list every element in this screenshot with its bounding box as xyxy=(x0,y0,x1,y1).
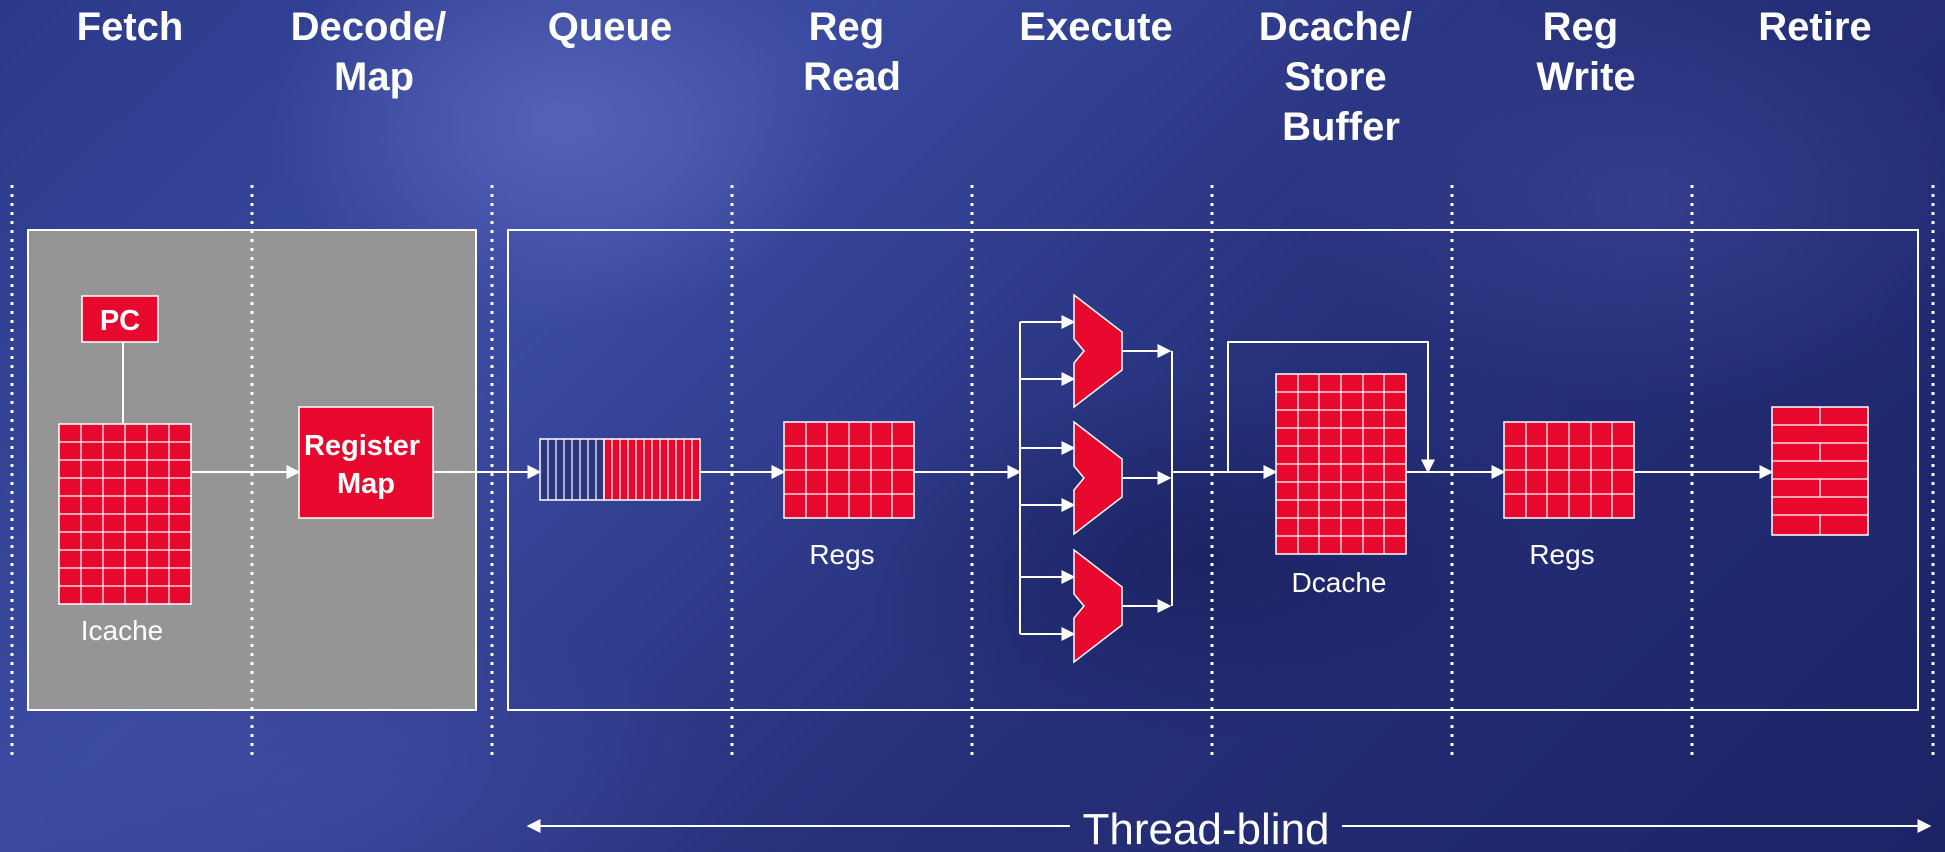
data-flow xyxy=(191,315,1774,641)
stage-title-dcache-store-buffer: Dcache/ Store Buffer xyxy=(1259,5,1424,149)
stage-title-reg-read: Reg Read xyxy=(803,5,901,99)
register-map-label: Register Map xyxy=(304,430,428,500)
regs-read-block xyxy=(783,421,915,519)
execute-units xyxy=(1073,293,1123,664)
stage-title-reg-write: Reg Write xyxy=(1536,5,1635,99)
icache-label: Icache xyxy=(81,615,164,646)
stage-title-queue: Queue xyxy=(548,5,672,49)
instruction-queue xyxy=(539,438,701,501)
register-map-block xyxy=(298,406,434,519)
alu-1 xyxy=(1073,293,1123,409)
regs-read-label: Regs xyxy=(809,539,874,570)
regs-write-block xyxy=(1503,421,1635,519)
regs-write-label: Regs xyxy=(1529,539,1594,570)
retire-block xyxy=(1771,406,1869,536)
pc-block xyxy=(81,295,159,343)
alu-3 xyxy=(1073,548,1123,664)
thread-blind-label: Thread-blind xyxy=(1082,805,1329,852)
stage-title-execute: Execute xyxy=(1019,5,1172,49)
stage-title-decode-map: Decode/ Map xyxy=(291,5,458,99)
stage-titles: Fetch Decode/ Map Queue Reg Read Execute… xyxy=(77,5,1872,149)
pc-label: PC xyxy=(100,305,140,337)
icache-block xyxy=(58,423,192,605)
dcache-bypass-loop xyxy=(1227,341,1435,474)
stage-title-fetch: Fetch xyxy=(77,5,184,49)
alu-2 xyxy=(1073,420,1123,536)
dcache-label: Dcache xyxy=(1292,567,1387,598)
dcache-block xyxy=(1275,373,1407,555)
stage-title-retire: Retire xyxy=(1758,5,1871,49)
